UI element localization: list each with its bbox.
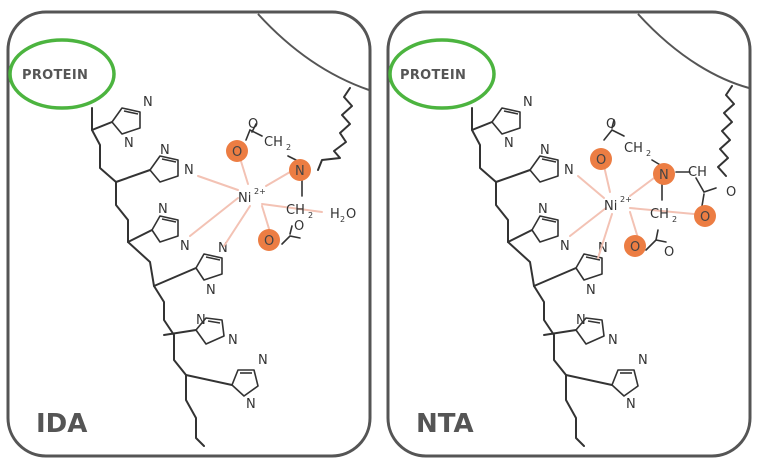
histidine-2: N N [495, 143, 574, 183]
ch-label: CH [688, 165, 707, 180]
histidine-6: N N [185, 353, 268, 412]
carboxyl-o-label-2: O [726, 185, 736, 200]
ring-n-label: N [180, 239, 190, 254]
histidine-4: N N [533, 241, 608, 298]
ring-n-label: N [598, 241, 608, 256]
ring-n-label: N [540, 143, 550, 158]
chelator-nitrogen: N [653, 163, 675, 185]
ring-n-label: N [143, 95, 153, 110]
bead-surface [257, 13, 370, 91]
ch2-label-b: CH [650, 207, 669, 222]
histidine-5: N N [163, 313, 238, 348]
svg-text:O: O [232, 145, 242, 160]
panel-ida: PROTEIN N N N N N N N [6, 10, 372, 458]
ni-metal: Ni [238, 191, 251, 206]
chelator-oxygen-3: O [694, 205, 716, 227]
bead-surface [637, 13, 750, 89]
panel-label-nta: NTA [416, 409, 474, 439]
ch2-label-a: CH [624, 141, 643, 156]
ring-n-label: N [196, 313, 206, 328]
ring-n-label: N [246, 397, 256, 412]
ring-n-label: N [158, 202, 168, 217]
histidine-2: N N [115, 143, 194, 183]
ch2-sub-a: 2 [286, 143, 291, 152]
chelator-oxygen-2: O [258, 229, 280, 251]
linker-chain [317, 87, 353, 171]
linker-chain [717, 85, 735, 177]
panel-label-ida: IDA [36, 409, 87, 439]
ni-charge: 2+ [620, 195, 632, 204]
ni-charge: 2+ [254, 187, 266, 196]
histidine-3: N N [127, 202, 190, 254]
svg-text:O: O [596, 153, 606, 168]
carboxyl-o-label: O [606, 117, 616, 132]
histidine-3: N N [507, 202, 570, 254]
ring-n-label: N [564, 163, 574, 178]
water-h-label: H [330, 207, 340, 222]
ring-n-label: N [586, 283, 596, 298]
ring-n-label: N [576, 313, 586, 328]
chelator-oxygen-1: O [590, 148, 612, 170]
ring-n-label: N [206, 283, 216, 298]
carboxyl-o-label: O [248, 117, 258, 132]
ch2-sub-b: 2 [672, 215, 677, 224]
ring-n-label: N [638, 353, 648, 368]
ni-metal: Ni [604, 199, 617, 214]
svg-text:N: N [295, 164, 305, 179]
ring-n-label: N [218, 241, 228, 256]
ring-n-label: N [538, 202, 548, 217]
water-o-label: O [346, 207, 356, 222]
panel-nta-frame [386, 10, 752, 458]
histidine-4: N N [153, 241, 228, 298]
svg-text:O: O [264, 234, 274, 249]
ch2-label-b: CH [286, 203, 305, 218]
carboxyl-o-label-2: O [294, 219, 304, 234]
protein-ellipse [388, 38, 496, 110]
chelator-oxygen-2: O [624, 235, 646, 257]
ring-n-label: N [228, 333, 238, 348]
ring-n-label: N [258, 353, 268, 368]
svg-text:N: N [659, 168, 669, 183]
water-sub: 2 [340, 215, 345, 224]
ch2-label-a: CH [264, 135, 283, 150]
histidine-1: N N [91, 95, 153, 151]
ring-n-label: N [184, 163, 194, 178]
ring-n-label: N [160, 143, 170, 158]
protein-label: PROTEIN [400, 68, 466, 83]
ring-n-label: N [504, 136, 514, 151]
svg-text:O: O [700, 210, 710, 225]
histidine-5: N N [543, 313, 618, 348]
ring-n-label: N [124, 136, 134, 151]
ring-n-label: N [626, 397, 636, 412]
ch2-sub-b: 2 [308, 211, 313, 220]
svg-text:O: O [630, 240, 640, 255]
carboxyl-o-label-3: O [664, 245, 674, 260]
protein-ellipse [8, 38, 116, 110]
ring-n-label: N [608, 333, 618, 348]
ring-n-label: N [523, 95, 533, 110]
protein-label: PROTEIN [22, 68, 88, 83]
chelator-nitrogen: N [289, 159, 311, 181]
histidine-1: N N [471, 95, 533, 151]
chelator-oxygen-1: O [226, 140, 248, 162]
histidine-6: N N [565, 353, 648, 412]
panel-nta: PROTEIN N N N N N N N N [386, 10, 752, 458]
ring-n-label: N [560, 239, 570, 254]
ch2-sub-a: 2 [646, 149, 651, 158]
panel-ida-frame [6, 10, 372, 458]
